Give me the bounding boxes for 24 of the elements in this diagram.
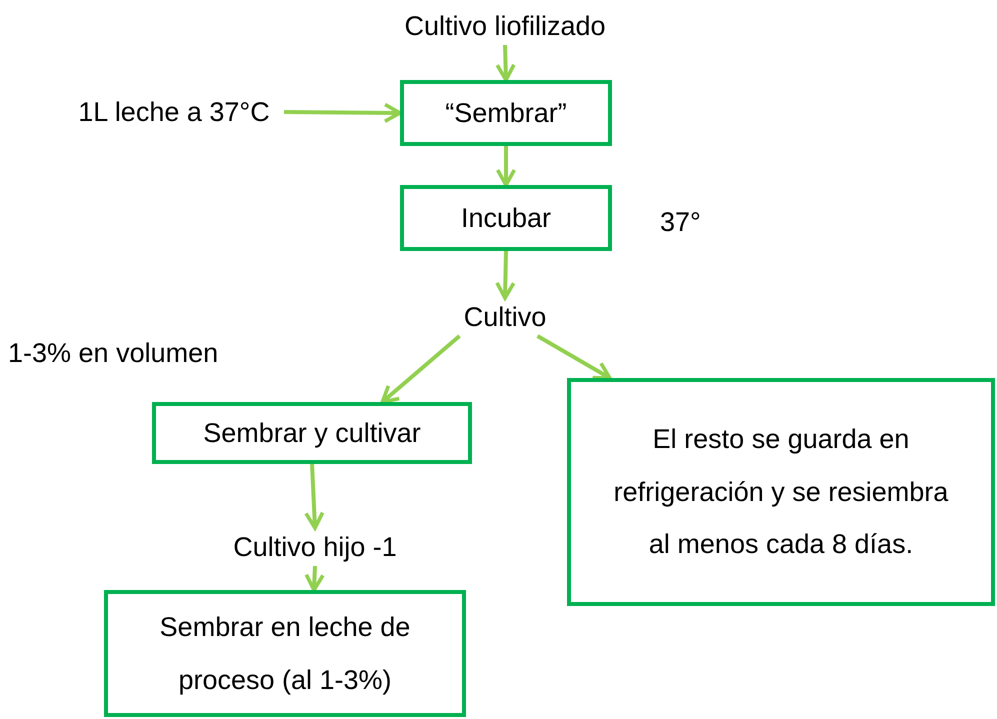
- arrow: [495, 44, 516, 82]
- process-box: [104, 590, 466, 717]
- volume-note: 1-3% en volumen: [8, 338, 218, 369]
- process-box: [400, 185, 612, 251]
- step-text: Incubar: [460, 202, 552, 235]
- process-box: [567, 378, 995, 606]
- process-box: [400, 80, 612, 146]
- flow-text: 1L leche a 37°C: [78, 96, 270, 129]
- temperature-note: 37°: [660, 207, 701, 238]
- flow-text: Cultivo: [464, 300, 546, 334]
- arrow: [304, 464, 324, 530]
- arrow: [536, 334, 612, 380]
- arrow: [284, 102, 402, 124]
- flow-text: Cultivo hijo -1: [233, 530, 397, 564]
- arrow: [495, 250, 516, 300]
- arrow: [496, 146, 516, 187]
- flow-text: Cultivo liofilizado: [404, 10, 606, 43]
- step-text: “Sembrar”: [445, 96, 567, 130]
- step-text: Sembrar en leche de proceso (al 1-3%): [158, 610, 412, 697]
- step-text: El resto se guarda en refrigeración y se resiembra al menos cada 8 días.: [612, 423, 950, 562]
- step-text: Sembrar y cultivar: [203, 416, 421, 450]
- arrow: [304, 566, 325, 592]
- arrow: [380, 334, 461, 404]
- process-box: [152, 402, 472, 464]
